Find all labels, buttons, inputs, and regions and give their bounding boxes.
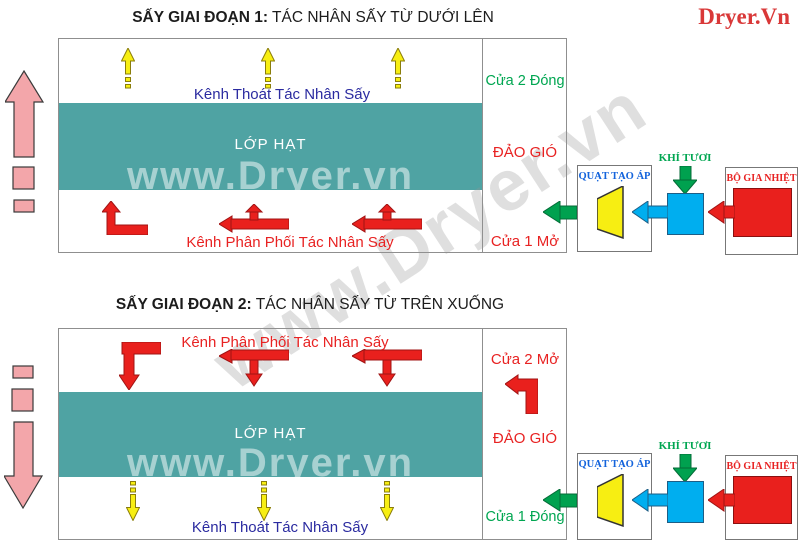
- stage2-exhaust-channel-label: Kênh Thoát Tác Nhân Sấy: [191, 519, 369, 536]
- stage1-distribution-channel-label: Kênh Phân Phối Tác Nhân Sấy: [186, 234, 394, 251]
- stage1-title-rest: TÁC NHÂN SẤY TỪ DƯỚI LÊN: [267, 9, 494, 26]
- stage2-mixing-box: [667, 481, 704, 523]
- fan-impeller-icon: [596, 472, 624, 528]
- blue-air-left-arrow-icon: [631, 200, 669, 224]
- stage2-heater-element: [733, 476, 792, 524]
- stage2-distribution-channel-label: Kênh Phân Phối Tác Nhân Sấy: [181, 334, 389, 351]
- pink-downdraft-arrow-icon: [2, 365, 44, 510]
- stage1-fresh-air-label: KHÍ TƯƠI: [658, 152, 712, 164]
- red-tee-left-up-arrow-icon: [351, 203, 423, 234]
- yellow-exhaust-up-arrow-icon: [260, 46, 276, 89]
- stage1-heater-element: [733, 188, 792, 237]
- stage2-door2-label: Cửa 2 Mở: [490, 351, 560, 368]
- red-tee-left-down-arrow-icon: [217, 348, 290, 387]
- stage2-fresh-air-label: KHÍ TƯƠI: [658, 440, 712, 452]
- stage2-grain-label: LỚP HẠT: [234, 425, 307, 442]
- red-hot-air-left-arrow-icon: [707, 200, 736, 224]
- stage2-title-bold: SẤY GIAI ĐOẠN 2:: [115, 296, 252, 313]
- yellow-exhaust-down-arrow-icon: [125, 481, 141, 522]
- red-tee-left-down-arrow-icon: [350, 348, 423, 387]
- stage1-exhaust-channel-label: Kênh Thoát Tác Nhân Sấy: [193, 86, 371, 103]
- stage2-title-rest: TÁC NHÂN SẤY TỪ TRÊN XUỐNG: [251, 296, 505, 313]
- fresh-air-down-arrow-icon: [671, 453, 699, 483]
- stage2-fan-label: QUẠT TẠO ÁP: [578, 459, 651, 470]
- stage1-plenum-divider: [482, 38, 483, 253]
- stage2-door1-label: Cửa 1 Đóng: [485, 509, 565, 525]
- red-elbow-up-arrow-icon: [100, 200, 149, 236]
- yellow-exhaust-up-arrow-icon: [390, 46, 406, 89]
- stage1-wind-reversal-label: ĐẢO GIÓ: [492, 144, 558, 161]
- stage1-mixing-box: [667, 193, 704, 235]
- stage1-grain-layer: LỚP HẠT www.Dryer.vn: [59, 103, 482, 190]
- stage1-title: SẤY GIAI ĐOẠN 1: TÁC NHÂN SẤY TỪ DƯỚI LÊ…: [38, 9, 588, 27]
- yellow-exhaust-up-arrow-icon: [120, 46, 136, 89]
- red-hot-air-left-arrow-icon: [707, 488, 736, 512]
- fresh-air-down-arrow-icon: [671, 165, 699, 195]
- stage2-heater-label: BỘ GIA NHIỆT: [726, 461, 797, 472]
- yellow-exhaust-down-arrow-icon: [256, 481, 272, 522]
- stage2-grain-layer: LỚP HẠT www.Dryer.vn: [59, 392, 482, 477]
- stage2-horizontal-watermark: www.Dryer.vn: [126, 441, 415, 477]
- blue-air-left-arrow-icon: [631, 488, 669, 512]
- stage2-wind-reversal-label: ĐẢO GIÓ: [492, 430, 558, 447]
- stage1-grain-label: LỚP HẠT: [234, 136, 307, 153]
- stage1-door2-label: Cửa 2 Đóng: [485, 73, 565, 89]
- stage1-fan-label: QUẠT TẠO ÁP: [578, 171, 651, 182]
- fan-impeller-icon: [596, 184, 624, 240]
- stage2-title: SẤY GIAI ĐOẠN 2: TÁC NHÂN SẤY TỪ TRÊN XU…: [30, 296, 590, 314]
- red-tee-left-up-arrow-icon: [218, 203, 290, 234]
- stage1-heater-label: BỘ GIA NHIỆT: [726, 173, 797, 184]
- red-elbow-left-arrow-icon: [504, 371, 539, 415]
- stage2-plenum-divider: [482, 328, 483, 540]
- dryer-vn-logo: Dryer.Vn: [698, 4, 790, 29]
- stage1-title-bold: SẤY GIAI ĐOẠN 1:: [132, 9, 268, 26]
- pink-updraft-arrow-icon: [3, 69, 45, 215]
- stage1-door1-label: Cửa 1 Mở: [490, 233, 560, 250]
- yellow-exhaust-down-arrow-icon: [379, 481, 395, 522]
- stage1-horizontal-watermark: www.Dryer.vn: [126, 154, 415, 190]
